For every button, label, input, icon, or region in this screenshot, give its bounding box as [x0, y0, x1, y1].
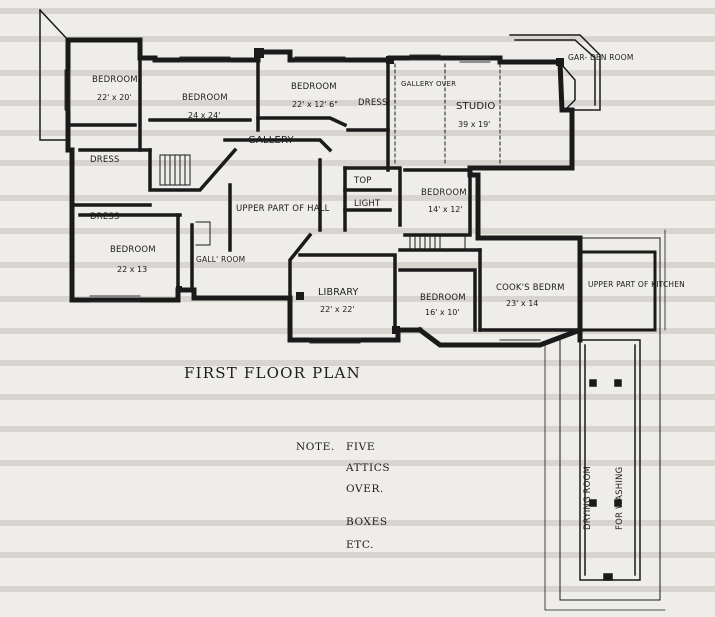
room-bedroom-mid-size: 14' x 12' [428, 205, 463, 214]
room-garden: GAR- DEN ROOM [568, 53, 634, 62]
room-library-size: 22' x 22' [320, 305, 355, 314]
room-gall-room: GALL' ROOM [196, 255, 245, 264]
note-line-3: OVER. [346, 483, 384, 495]
room-dress-w1: DRESS [90, 155, 120, 165]
room-washing: FOR WASHING [615, 467, 625, 530]
room-upper-kitchen: UPPER PART OF KITCHEN [588, 280, 685, 289]
room-bedroom-n2: BEDROOM [291, 82, 337, 92]
room-bedroom-nw: BEDROOM [92, 75, 138, 85]
room-library: LIBRARY [318, 287, 359, 298]
pillars [176, 48, 564, 334]
room-drying: DRYING ROOM [583, 466, 593, 530]
internal-walls [70, 56, 582, 332]
nw-bay [38, 8, 70, 141]
note-line-1: FIVE [346, 441, 376, 453]
stairs [159, 154, 466, 251]
room-bedroom-n1-size: 24 x 24' [188, 111, 220, 120]
room-light: LIGHT [354, 199, 381, 209]
room-bedroom-sw: BEDROOM [110, 245, 156, 255]
room-gallery: GALLERY [248, 135, 295, 146]
note-line-5: ETC. [346, 539, 375, 551]
room-bedroom-nw-size: 22' x 20' [97, 93, 132, 102]
outer-walls [65, 37, 584, 348]
room-cooks-bedrm: COOK'S BEDRM [496, 283, 565, 293]
upper-kitchen-walls [580, 250, 657, 332]
note-line-4: BOXES [346, 516, 388, 528]
room-studio: STUDIO [456, 101, 496, 112]
room-upper-hall: UPPER PART OF HALL [236, 204, 330, 214]
room-gallery-over: GALLERY OVER [401, 80, 456, 88]
room-studio-size: 39 x 19' [458, 120, 490, 129]
room-bedroom-s-size: 16' x 10' [425, 308, 460, 317]
note-line-2: ATTICS [346, 462, 391, 474]
room-dress-w2: DRESS [90, 212, 120, 222]
room-bedroom-s: BEDROOM [420, 293, 466, 303]
room-bedroom-sw-size: 22 x 13 [117, 265, 147, 274]
room-bedroom-n1: BEDROOM [182, 93, 228, 103]
plan-title: FIRST FLOOR PLAN [184, 364, 361, 382]
room-cooks-bedrm-size: 23' x 14 [506, 299, 538, 308]
room-top: TOP [353, 176, 372, 186]
drying-wing [544, 229, 666, 611]
room-bedroom-mid: BEDROOM [421, 188, 467, 198]
windows [64, 54, 541, 344]
room-labels: BEDROOM 22' x 20' BEDROOM 24 x 24' BEDRO… [90, 53, 685, 530]
note-label: NOTE. [296, 441, 335, 453]
room-bedroom-n2-size: 22' x 12' 6" [292, 100, 338, 109]
room-dress-n: DRESS. [358, 98, 391, 108]
garden-room-bay [509, 34, 601, 112]
